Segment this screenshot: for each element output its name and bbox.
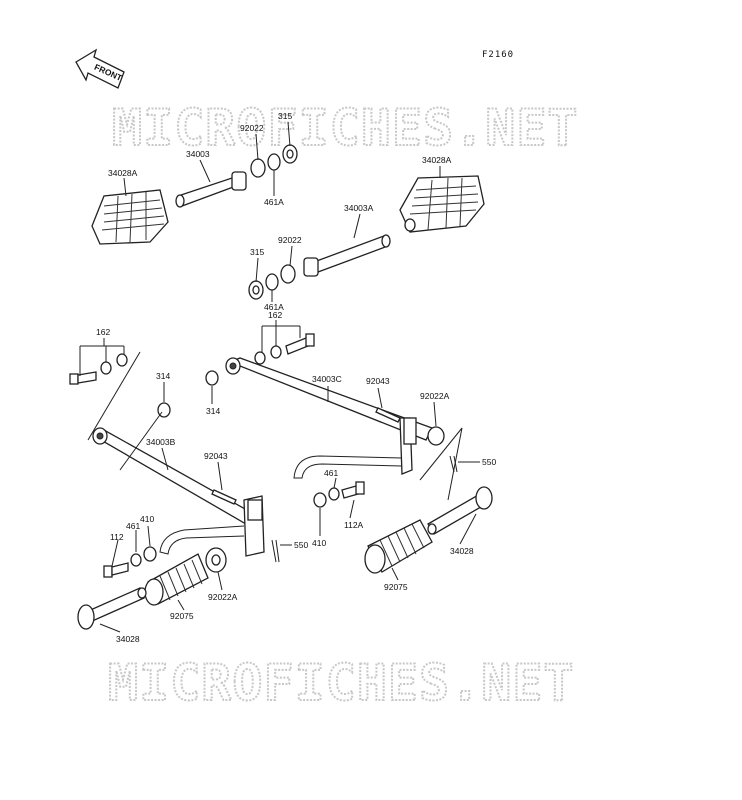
watermark-bottom: MICROFICHES.NET [108, 654, 575, 712]
bracket-34003C [225, 357, 445, 479]
callout-461-left: 461 [126, 521, 140, 531]
callout-461A-mid: 461A [264, 302, 284, 312]
callout-162-left: 162 [96, 327, 110, 337]
bracket-pointer-left [87, 351, 163, 471]
reference-code: F2160 [482, 50, 514, 60]
callout-550-right: 550 [482, 457, 496, 467]
bracket-34003B [92, 427, 265, 557]
bolt-162-left [69, 371, 97, 385]
callout-92043-right: 92043 [366, 376, 390, 386]
callout-314-a: 314 [156, 371, 170, 381]
pin-92043-left [211, 489, 237, 505]
washer-162-right-b [270, 345, 282, 359]
callout-92043-left: 92043 [204, 451, 228, 461]
callout-550-left: 550 [294, 540, 308, 550]
footpeg-rubber-92075-right [364, 519, 433, 574]
bracket-pointer-right [419, 427, 463, 501]
washer-461A-top [267, 153, 281, 171]
callout-162-right: 162 [268, 310, 282, 320]
footpeg-rubber-upper-right [399, 175, 485, 233]
callout-34028A-right: 34028A [422, 155, 452, 165]
washer-461A-mid [265, 273, 279, 291]
washer-162-left-a [100, 361, 112, 375]
washer-92022-mid [280, 264, 296, 284]
callout-314-b: 314 [206, 406, 220, 416]
callout-92022-top: 92022 [240, 123, 264, 133]
washer-162-right-a [254, 351, 266, 365]
callout-34003B: 34003B [146, 437, 176, 447]
leader-lines [79, 121, 480, 633]
callout-461A-top: 461A [264, 197, 284, 207]
bolt-112A [341, 481, 365, 499]
pin-92043-right [375, 407, 401, 423]
footpeg-rubber-upper-left [91, 189, 169, 245]
callout-34028A-left: 34028A [108, 168, 138, 178]
bolt-112 [103, 562, 129, 578]
callout-92022-mid: 92022 [278, 235, 302, 245]
callout-112: 112 [110, 532, 124, 542]
bushing-314-mid [205, 370, 219, 386]
bolt-162-right [285, 333, 315, 355]
callout-34003: 34003 [186, 149, 210, 159]
callout-112A: 112A [344, 520, 364, 530]
callout-410-left: 410 [140, 514, 154, 524]
peg-shaft-34028-left [77, 587, 147, 630]
callout-34028-right: 34028 [450, 546, 474, 556]
callout-92022A-right: 92022A [420, 391, 450, 401]
callout-315-mid: 315 [250, 247, 264, 257]
callout-34003A: 34003A [344, 203, 374, 213]
footpeg-rubber-92075-left [144, 553, 209, 606]
footpeg-shaft-34003A [303, 234, 391, 277]
callout-410-right: 410 [312, 538, 326, 548]
cotter-pin-550-left [271, 539, 280, 563]
callout-34028-left: 34028 [116, 634, 140, 644]
washer-162-left-b [116, 353, 128, 367]
washer-410-right [313, 492, 327, 508]
callout-461-right: 461 [324, 468, 338, 478]
footpeg-shaft-34003 [175, 171, 247, 208]
callout-92075-left: 92075 [170, 611, 194, 621]
callout-92075-right: 92075 [384, 582, 408, 592]
callout-34003C: 34003C [312, 374, 342, 384]
callout-315-top: 315 [278, 111, 292, 121]
watermark-top: MICROFICHES.NET [112, 99, 579, 157]
washer-92022-top [250, 158, 266, 178]
washer-461-left [130, 553, 142, 567]
callout-92022A-left: 92022A [208, 592, 238, 602]
washer-410-left [143, 546, 157, 562]
front-arrow-icon: FRONT [75, 48, 125, 89]
washer-461-right [328, 487, 340, 501]
peg-shaft-34028-right [427, 486, 493, 535]
